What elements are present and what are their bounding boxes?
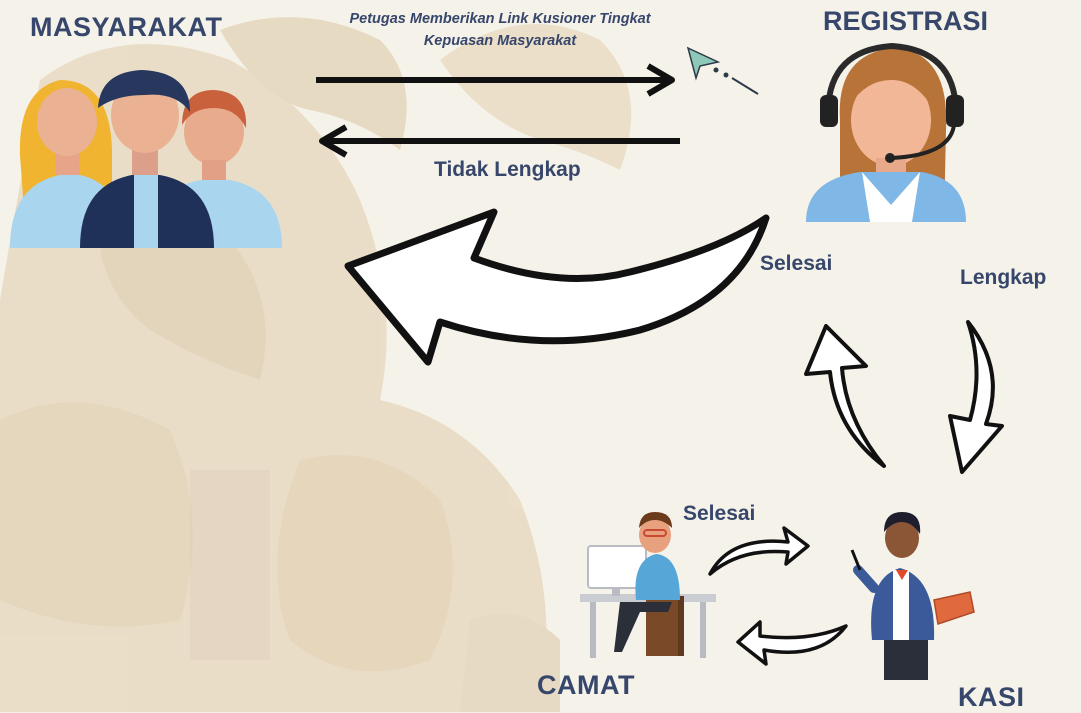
actor-label-masyarakat: MASYARAKAT (30, 12, 223, 42)
actor-label-registrasi: REGISTRASI (823, 6, 989, 36)
actor-label-kasi: KASI (958, 682, 1025, 712)
arrow-left-tidak-lengkap (319, 124, 680, 158)
flow-label-selesai-camat: Selesai (683, 502, 756, 525)
headset-operator-icon (806, 42, 966, 222)
flow-label-tidak-lengkap: Tidak Lengkap (434, 158, 581, 181)
flow-label-lengkap: Lengkap (960, 266, 1047, 289)
questionnaire-note: Petugas Memberikan Link Kusioner Tingkat… (300, 8, 700, 52)
questionnaire-note-line2: Kepuasan Masyarakat (423, 33, 577, 49)
office-worker-at-desk-icon (580, 512, 716, 658)
paper-plane-icon (686, 46, 759, 95)
presenter-with-pointer-icon (850, 512, 975, 680)
arrow-right-to-registrasi (316, 63, 675, 97)
actor-label-camat: CAMAT (537, 670, 635, 700)
questionnaire-note-line1: Petugas Memberikan Link Kusioner Tingkat (349, 11, 651, 27)
curved-arrow-up-left (804, 324, 886, 468)
curved-arrow-selesai-to-masyarakat (344, 208, 770, 366)
curved-arrow-down-right (948, 320, 1004, 474)
curved-arrow-kasi-to-camat (736, 620, 848, 666)
people-group-icon (10, 70, 282, 248)
curved-arrow-camat-to-kasi (708, 526, 810, 576)
flow-label-selesai-registrasi: Selesai (760, 252, 833, 275)
